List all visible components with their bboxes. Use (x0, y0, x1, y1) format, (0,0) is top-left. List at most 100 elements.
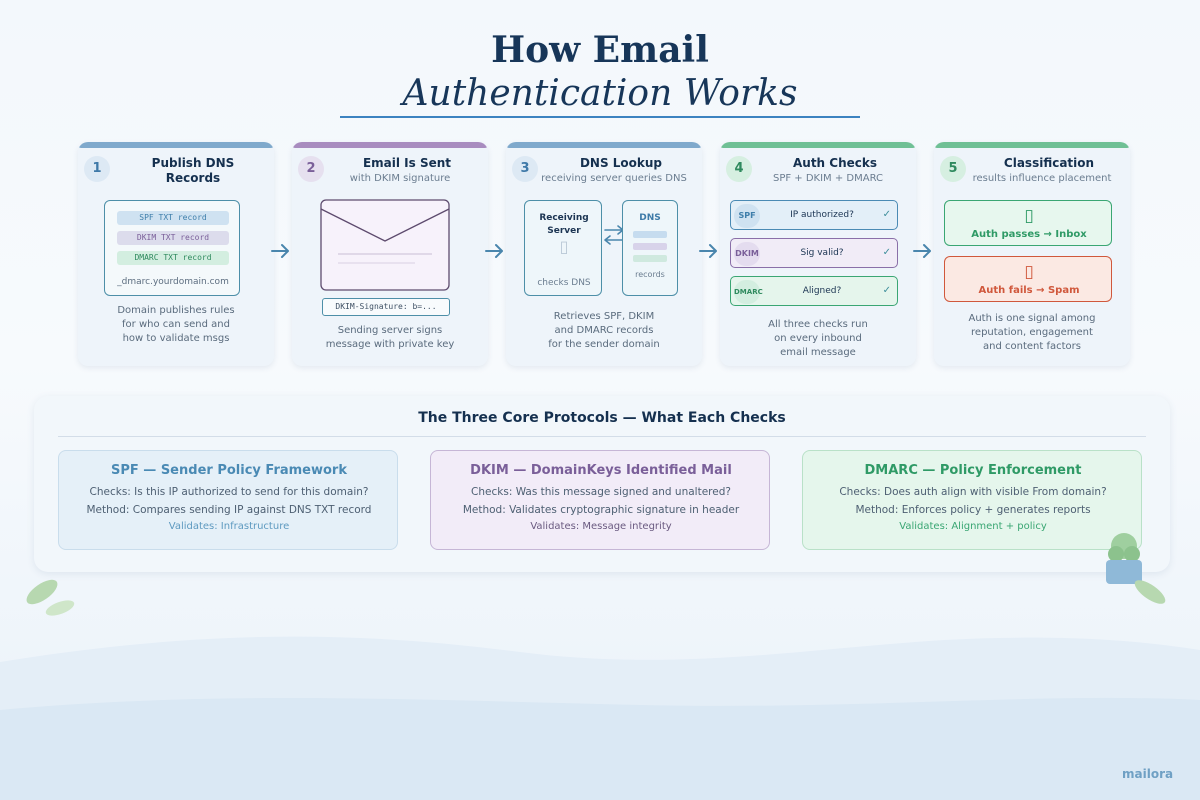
protocol-name: SPF — Sender Policy Framework (111, 463, 347, 478)
title-underline (340, 116, 860, 118)
dns-server: DNS records (622, 200, 678, 296)
divider (58, 436, 1146, 437)
desc-line: Domain publishes rules (117, 305, 235, 316)
title-line-1: How Email (491, 29, 709, 71)
receiving-server: Receiving Server ▯ checks DNS (524, 200, 602, 296)
step-accent-bar (292, 142, 488, 148)
step-subtitle: SPF + DKIM + DMARC (772, 173, 884, 184)
dmarc-protocol-card: DMARC — Policy Enforcement Checks: Does … (802, 450, 1142, 550)
dns-record-bar (633, 231, 667, 238)
step-title: Publish DNS Records (118, 156, 268, 186)
step-email-sent: 2 Email Is Sent with DKIM signature DKIM… (292, 142, 488, 366)
desc-line: email message (780, 347, 856, 358)
desc-line: for the sender domain (548, 339, 660, 350)
step-title: Classification (1003, 156, 1095, 170)
dkim-protocol-card: DKIM — DomainKeys Identified Mail Checks… (430, 450, 770, 550)
step-description: Domain publishes rules for who can send … (84, 304, 268, 346)
spam-icon: ▯ (1024, 262, 1034, 282)
step-accent-bar (934, 142, 1130, 148)
protocol-checks: Checks: Was this message signed and unal… (471, 486, 731, 498)
dkim-tag: DKIM (734, 242, 760, 266)
desc-line: and content factors (983, 341, 1081, 352)
desc-line: All three checks run (768, 319, 868, 330)
dkim-signature-header: DKIM-Signature: b=... (322, 298, 450, 316)
desc-line: reputation, engagement (971, 327, 1093, 338)
step-number: 4 (726, 156, 752, 182)
spam-result-label: Auth fails → Spam (978, 285, 1080, 296)
arrow-right-icon (485, 244, 503, 258)
protocol-validates: Validates: Infrastructure (168, 521, 290, 532)
protocols-panel: The Three Core Protocols — What Each Che… (34, 396, 1170, 572)
checkmark-icon: ✓ (882, 209, 891, 220)
receiving-server-caption: checks DNS (537, 278, 591, 288)
step-accent-bar (78, 142, 274, 148)
inbox-icon: ▯ (1024, 206, 1034, 226)
step-title: Email Is Sent (362, 156, 452, 170)
server-icon: ▯ (559, 237, 569, 256)
protocol-validates: Validates: Message integrity (530, 521, 672, 532)
envelope-icon (320, 199, 450, 291)
title-line-2: Authentication Works (402, 73, 798, 114)
step-description: Auth is one signal among reputation, eng… (940, 312, 1124, 354)
arrow-right-icon (913, 244, 931, 258)
checkmark-icon: ✓ (882, 285, 891, 296)
checkmark-icon: ✓ (882, 247, 891, 258)
dns-server-label: DNS (639, 213, 661, 223)
protocol-validates: Validates: Alignment + policy (899, 521, 1047, 532)
dns-records-box: SPF TXT record DKIM TXT record DMARC TXT… (104, 200, 240, 296)
leaf-decoration-icon (26, 579, 75, 616)
spf-record: SPF TXT record (117, 211, 229, 225)
inbox-result-label: Auth passes → Inbox (971, 229, 1087, 240)
protocol-method: Method: Compares sending IP against DNS … (86, 504, 372, 516)
background-wave (0, 636, 1200, 800)
step-title: Auth Checks (792, 156, 877, 170)
arrow-right-icon (271, 244, 289, 258)
step-number: 5 (940, 156, 966, 182)
label-line: Server (547, 226, 581, 236)
step-number: 1 (84, 156, 110, 182)
protocol-method: Method: Validates cryptographic signatur… (462, 504, 740, 516)
desc-line: how to validate msgs (122, 333, 230, 344)
step-dns-lookup: 3 DNS Lookup receiving server queries DN… (506, 142, 702, 366)
spam-result: ▯ Auth fails → Spam (944, 256, 1112, 302)
step-title: DNS Lookup (579, 156, 663, 170)
desc-line: message with private key (325, 339, 455, 350)
dkim-record: DKIM TXT record (117, 231, 229, 245)
step-accent-bar (720, 142, 916, 148)
desc-line: Retrieves SPF, DKIM (553, 311, 655, 322)
protocol-name: DKIM — DomainKeys Identified Mail (470, 463, 732, 478)
step-publish-dns: 1 Publish DNS Records SPF TXT record DKI… (78, 142, 274, 366)
check-question: Sig valid? (800, 248, 844, 258)
protocol-checks: Checks: Does auth align with visible Fro… (839, 486, 1107, 498)
receiving-server-label: Receiving Server (525, 212, 603, 238)
dmarc-hostname: _dmarc.yourdomain.com (117, 277, 229, 287)
step-auth-checks: 4 Auth Checks SPF + DKIM + DMARC SPF IP … (720, 142, 916, 366)
inbox-result: ▯ Auth passes → Inbox (944, 200, 1112, 246)
step-description: Sending server signs message with privat… (298, 324, 482, 352)
step-title-line: Records (165, 171, 221, 185)
check-question: IP authorized? (790, 210, 854, 220)
step-subtitle: receiving server queries DNS (541, 173, 687, 184)
spf-tag: SPF (734, 204, 760, 228)
dmarc-tag: DMARC (734, 280, 763, 304)
desc-line: Sending server signs (337, 325, 443, 336)
step-number: 2 (298, 156, 324, 182)
desc-line: Auth is one signal among (968, 313, 1096, 324)
protocols-title: The Three Core Protocols — What Each Che… (418, 410, 786, 426)
check-question: Aligned? (802, 286, 842, 296)
spf-check: SPF IP authorized? ✓ (730, 200, 898, 230)
dkim-check: DKIM Sig valid? ✓ (730, 238, 898, 268)
desc-line: on every inbound (774, 333, 862, 344)
page-title: How Email Authentication Works (0, 28, 1200, 116)
dns-record-bar (633, 255, 667, 262)
step-subtitle: with DKIM signature (349, 173, 451, 184)
arrow-right-icon (699, 244, 717, 258)
brand-logo: mailora (1122, 767, 1174, 781)
step-description: Retrieves SPF, DKIM and DMARC records fo… (512, 310, 696, 352)
step-title-line: Publish DNS (151, 156, 235, 170)
step-classification: 5 Classification results influence place… (934, 142, 1130, 366)
protocol-name: DMARC — Policy Enforcement (864, 463, 1082, 478)
plant-pot-icon (1106, 533, 1166, 604)
protocol-checks: Checks: Is this IP authorized to send fo… (89, 486, 369, 498)
spf-protocol-card: SPF — Sender Policy Framework Checks: Is… (58, 450, 398, 550)
